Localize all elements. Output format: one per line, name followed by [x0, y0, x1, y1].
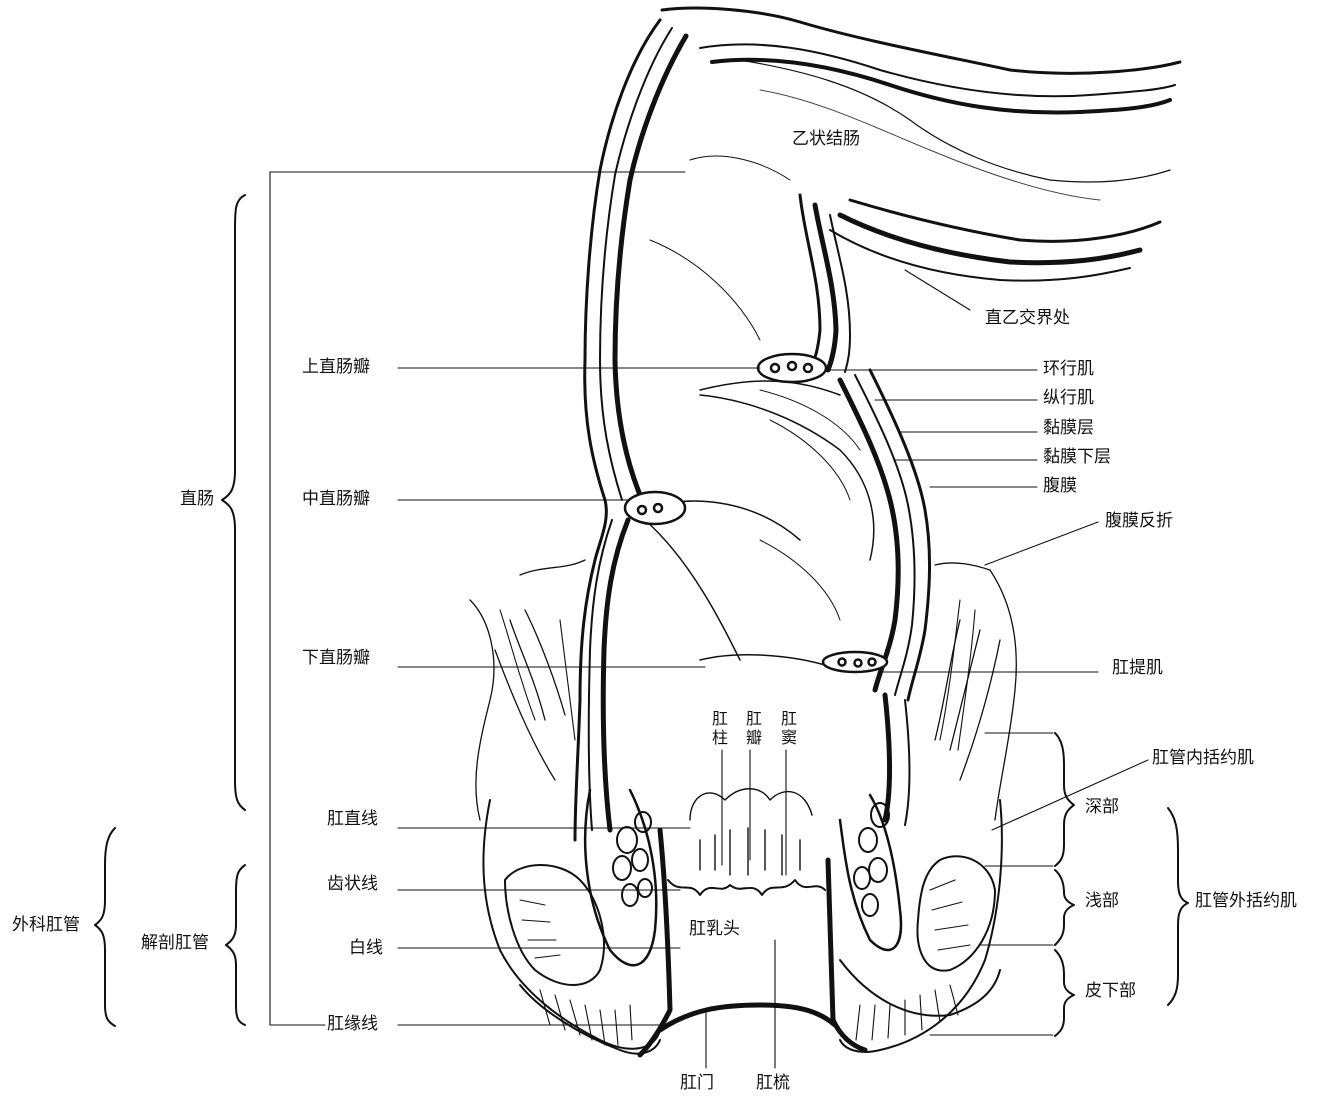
- label-anal-papilla: 肛乳头: [689, 921, 740, 938]
- label-peritoneal-reflection: 腹膜反折: [1105, 513, 1173, 530]
- label-subcutaneous-part: 皮下部: [1085, 983, 1136, 1000]
- label-lower-rectal-valve: 下直肠瓣: [302, 650, 370, 667]
- label-anorectal-line: 肛直线: [327, 811, 378, 828]
- surgical-canal-brace: [95, 828, 115, 1026]
- deep-brace: [1055, 733, 1074, 866]
- label-anal-verge: 肛缘线: [327, 1016, 378, 1033]
- internal-sphincter-bundles: [585, 790, 901, 965]
- label-anal-valve: 肛瓣: [745, 709, 763, 747]
- label-anal-sinus: 肛窦: [780, 709, 798, 747]
- anatomical-canal-brace: [226, 865, 245, 1025]
- label-rectosigmoid-junction: 直乙交界处: [985, 310, 1070, 327]
- label-submucosa: 黏膜下层: [1043, 449, 1111, 466]
- label-upper-rectal-valve: 上直肠瓣: [302, 359, 370, 376]
- label-rectum: 直肠: [180, 491, 214, 508]
- mucosal-folds: [640, 156, 874, 670]
- label-sigmoid-colon: 乙状结肠: [792, 131, 860, 148]
- pelvic-tissue: [470, 560, 1016, 820]
- label-middle-rectal-valve: 中直肠瓣: [302, 491, 370, 508]
- label-external-sphincter: 肛管外括约肌: [1195, 893, 1297, 910]
- label-mucosa: 黏膜层: [1043, 420, 1094, 437]
- label-internal-sphincter: 肛管内括约肌: [1152, 750, 1254, 767]
- anal-canal-walls: [640, 830, 865, 1055]
- anal-columns: [668, 789, 825, 895]
- subcutaneous-brace: [1055, 950, 1074, 1036]
- label-circular-muscle: 环行肌: [1043, 361, 1094, 378]
- rectum-brace: [222, 195, 245, 810]
- label-dentate-line: 齿状线: [327, 876, 378, 893]
- rectal-wall-right: [800, 195, 930, 825]
- label-anal-column: 肛柱: [711, 709, 729, 747]
- label-longitudinal-muscle: 纵行肌: [1043, 390, 1094, 407]
- label-pecten: 肛梳: [756, 1075, 790, 1092]
- label-surgical-anal-canal: 外科肛管: [12, 917, 80, 934]
- superficial-brace: [1055, 870, 1074, 945]
- sigmoid-wall: [700, 44, 1175, 280]
- label-levator-ani: 肛提肌: [1112, 660, 1163, 677]
- label-anus: 肛门: [680, 1075, 714, 1092]
- label-deep-part: 深部: [1085, 799, 1119, 816]
- label-anatomical-anal-canal: 解剖肛管: [141, 935, 209, 952]
- label-peritoneum: 腹膜: [1043, 478, 1077, 495]
- label-white-line: 白线: [349, 940, 383, 957]
- external-sphincter-brace: [1168, 808, 1188, 1005]
- label-superficial-part: 浅部: [1085, 893, 1119, 910]
